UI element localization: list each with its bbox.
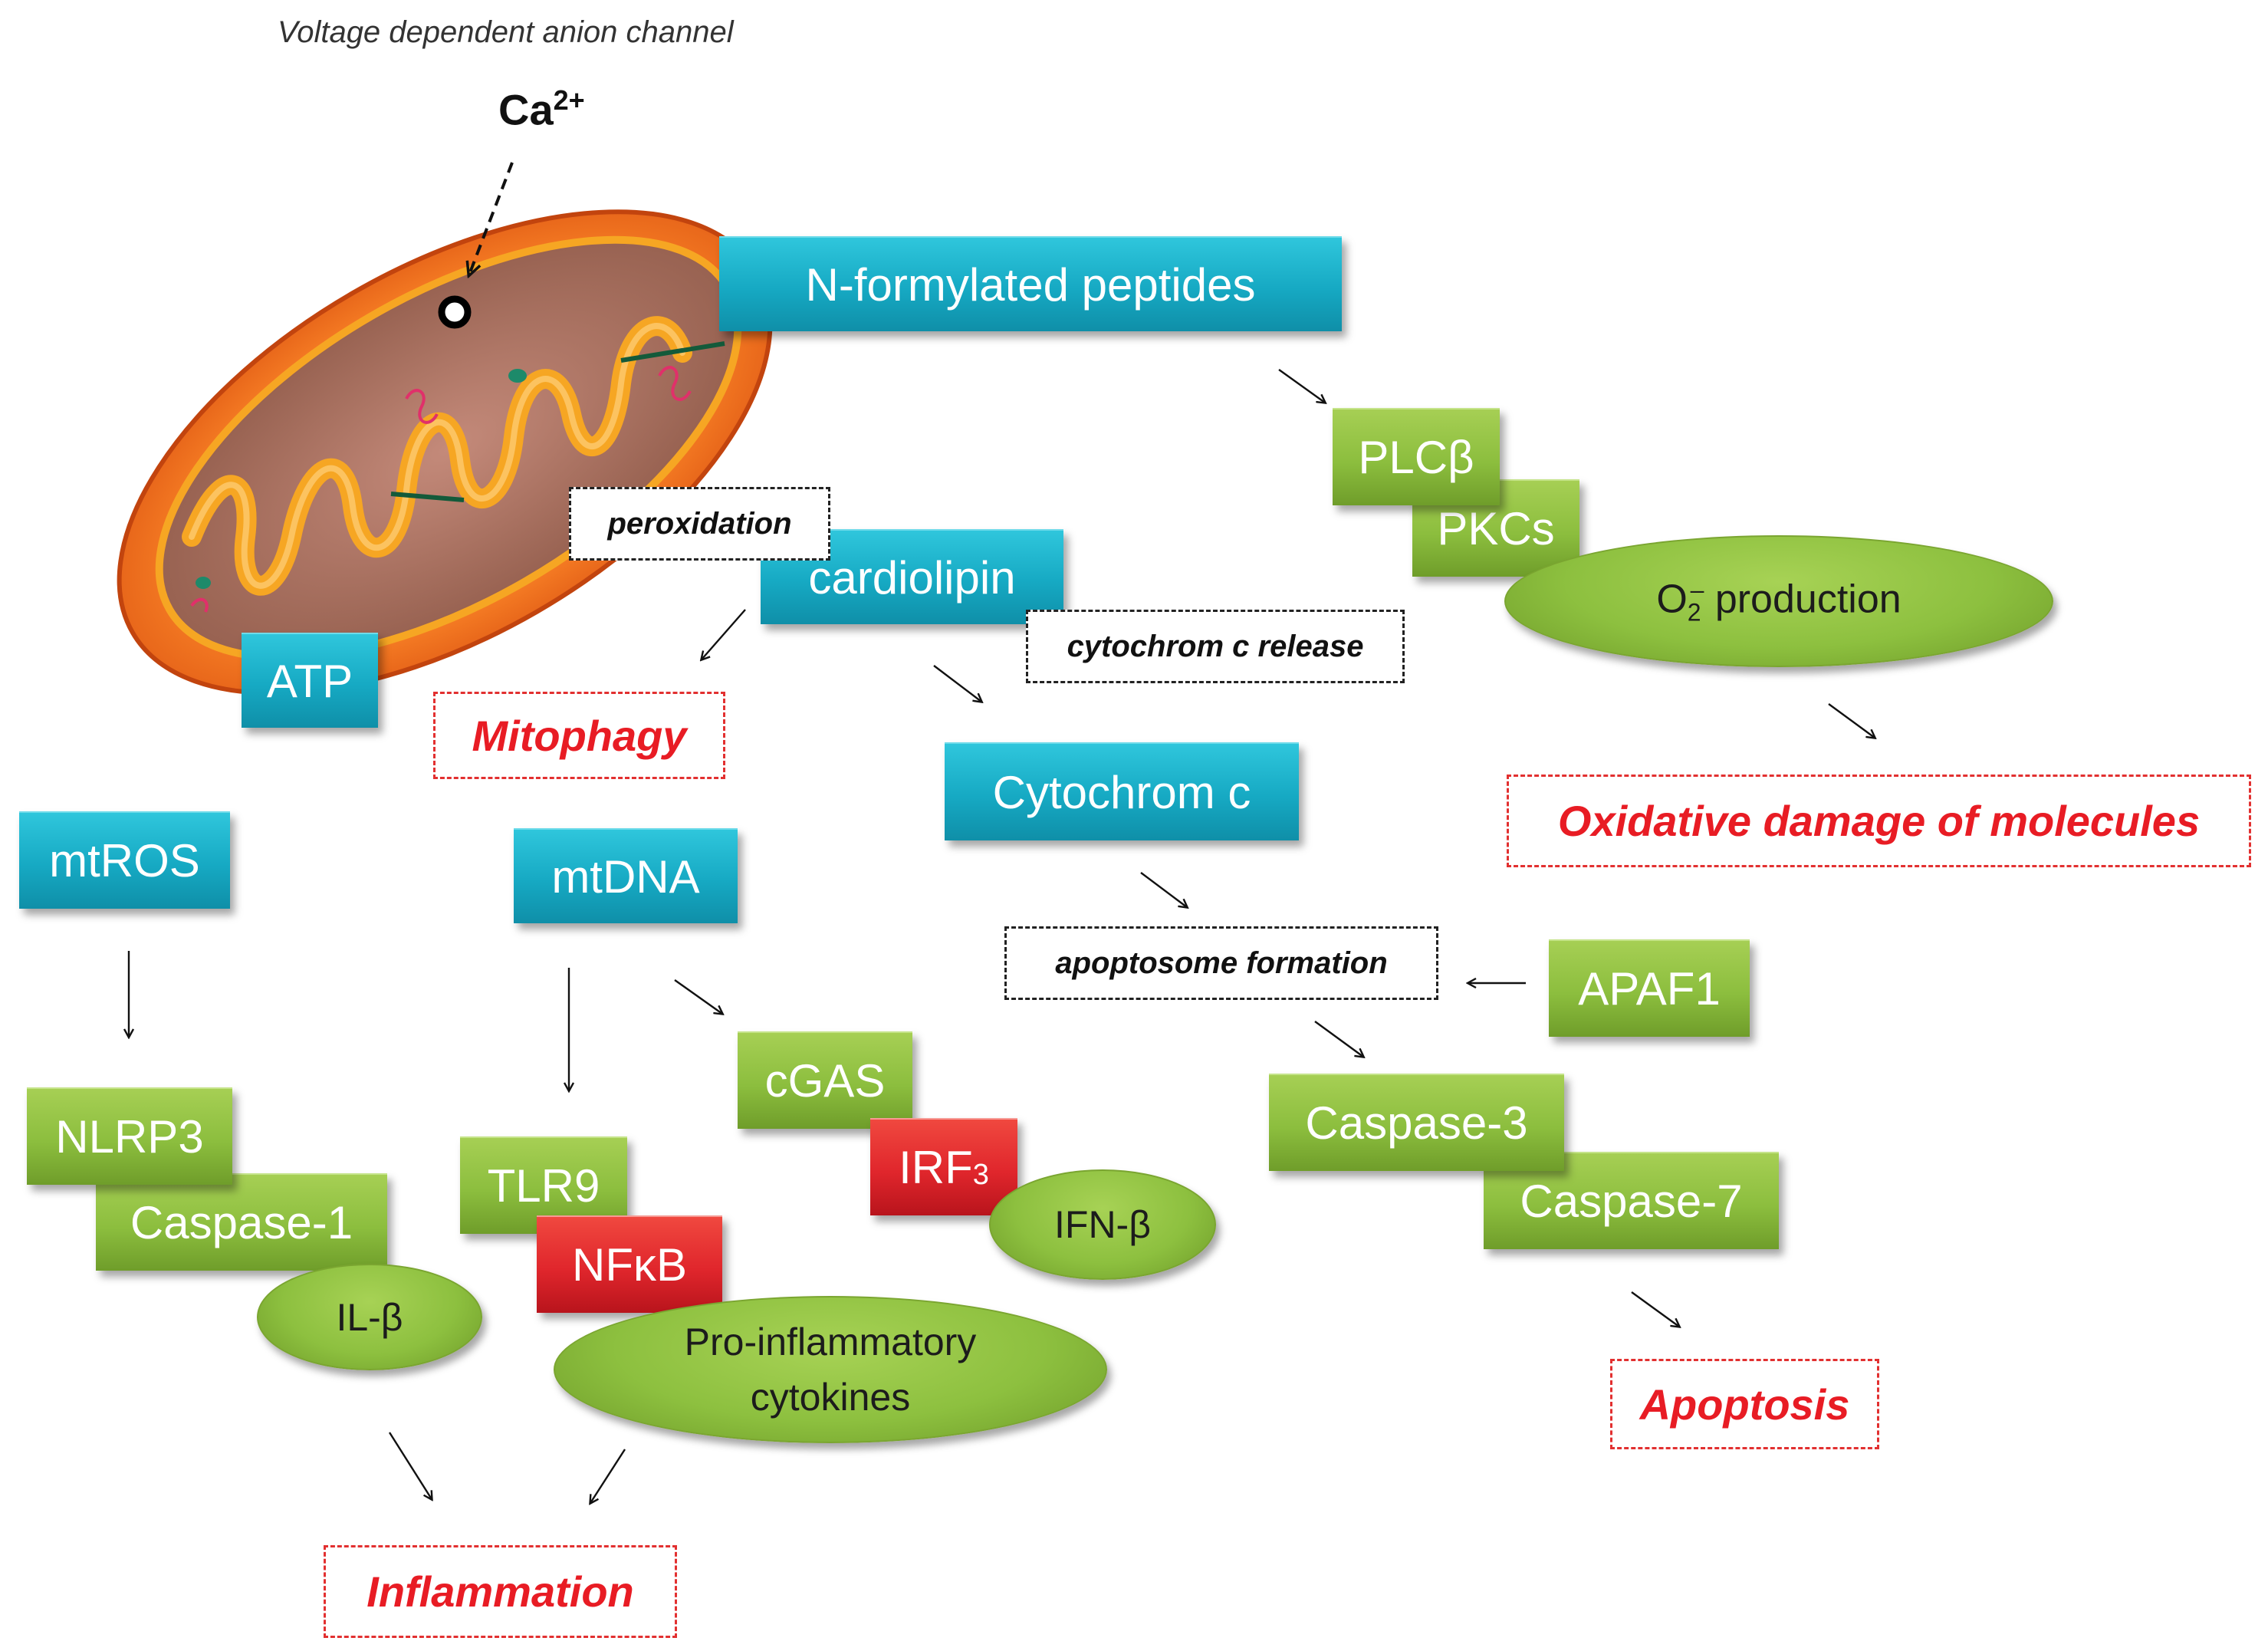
arrow-il-b-to-inflammation — [388, 1432, 432, 1499]
o2-subscript: 2 — [1687, 598, 1701, 627]
cytochrom-c-release-label: cytochrom c release — [1026, 610, 1405, 683]
o2-production-oval: O2– production — [1504, 535, 2053, 667]
irf3-subscript: 3 — [972, 1159, 989, 1191]
arrow-apoptosome-to-caspase3 — [1314, 1021, 1363, 1057]
arrow-cardiolipin-to-mitophagy — [702, 609, 746, 659]
arrow-mtdna-to-cgas — [674, 979, 722, 1014]
calcium-charge: 2+ — [553, 84, 585, 116]
arrow-cytokines-to-inflammation — [590, 1449, 626, 1503]
o2-text: O2– production — [1656, 576, 1901, 627]
cytokines-line-2: cytokines — [750, 1376, 911, 1419]
ca-influx-arrow — [469, 162, 514, 275]
oxidative-damage-outcome: Oxidative damage of molecules — [1507, 775, 2251, 867]
arrow-to-cytochrom-c — [933, 665, 981, 702]
arrow-peptides-to-plcb — [1278, 369, 1325, 403]
plcb-box: PLCβ — [1333, 408, 1500, 505]
o2-production-text: production — [1704, 576, 1902, 621]
ifn-b-oval: IFN-β — [989, 1169, 1216, 1280]
mitochondrion-illustration — [117, 209, 773, 696]
arrow-o2-to-oxidative-damage — [1828, 703, 1875, 738]
mtdna-box: mtDNA — [514, 828, 738, 923]
cardiolipin-box: cardiolipin — [761, 529, 1063, 624]
nlrp3-box: NLRP3 — [27, 1087, 232, 1185]
nfkb-box: NFκB — [537, 1215, 722, 1313]
peroxidation-label: peroxidation — [569, 487, 830, 561]
mitophagy-outcome: Mitophagy — [433, 692, 725, 779]
cytochrom-c-box: Cytochrom c — [945, 742, 1299, 840]
n-formylated-peptides-box: N-formylated peptides — [719, 236, 1342, 331]
o2-o: O — [1656, 576, 1688, 621]
arrow-cytochrom-c-to-apoptosome — [1140, 872, 1187, 907]
cgas-box: cGAS — [738, 1031, 912, 1129]
caspase1-box: Caspase-1 — [96, 1173, 387, 1271]
calcium-label: Ca2+ — [498, 84, 585, 135]
inflammation-outcome: Inflammation — [324, 1545, 677, 1638]
atp-box: ATP — [242, 633, 378, 728]
irf3-text: IRF — [899, 1142, 973, 1193]
caspase3-box: Caspase-3 — [1269, 1074, 1564, 1171]
cytokines-line-1: Pro-inflammatory — [684, 1320, 977, 1363]
apaf1-box: APAF1 — [1549, 939, 1750, 1037]
arrow-caspases-to-apoptosis — [1631, 1291, 1679, 1327]
apoptosome-formation-label: apoptosome formation — [1004, 926, 1438, 1000]
calcium-symbol: Ca — [498, 85, 554, 134]
il-b-oval: IL-β — [257, 1264, 482, 1370]
o2-superscript: – — [1690, 575, 1704, 604]
vdac-label: Voltage dependent anion channel — [278, 15, 734, 49]
pro-inflammatory-cytokines-oval: Pro-inflammatory cytokines — [554, 1296, 1107, 1443]
mtros-box: mtROS — [19, 811, 230, 909]
apoptosis-outcome: Apoptosis — [1610, 1359, 1879, 1449]
